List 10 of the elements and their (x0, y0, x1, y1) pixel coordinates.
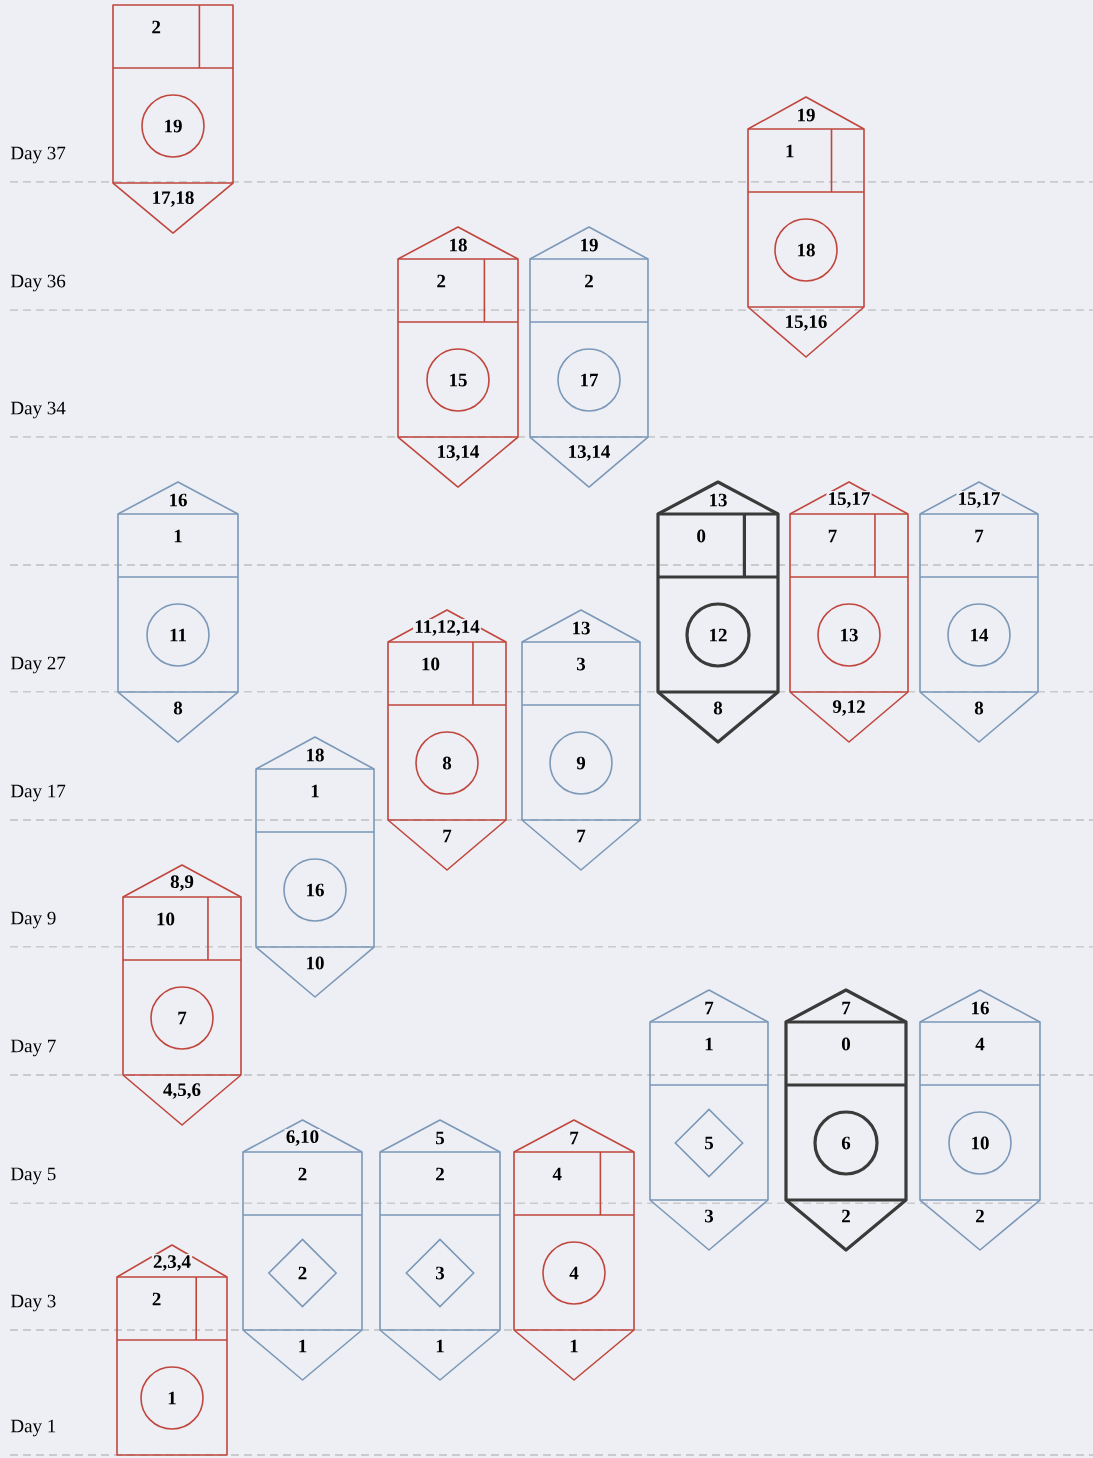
day-label: Day 17 (10, 784, 66, 802)
day-label: Day 34 (10, 401, 66, 419)
day-label: Day 36 (10, 274, 66, 292)
day-label: Day 9 (10, 911, 56, 929)
day-label: Day 3 (10, 1294, 56, 1312)
day-label: Day 37 (10, 146, 66, 164)
day-label: Day 1 (10, 1419, 56, 1437)
day-label: Day 5 (10, 1167, 56, 1185)
day-label: Day 7 (10, 1039, 56, 1057)
day-label: Day 27 (10, 656, 66, 674)
